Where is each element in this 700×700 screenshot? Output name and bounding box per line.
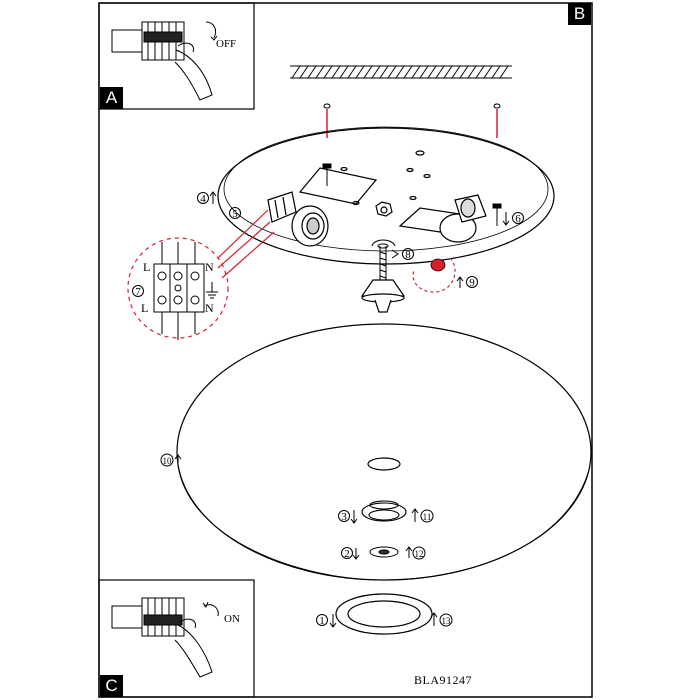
product-code: BLA91247 (414, 673, 472, 687)
step-marker-5 (229, 207, 241, 219)
center-cap (360, 279, 406, 313)
step-number-1: 1 (319, 615, 325, 627)
terminal-label-top-right: N (205, 260, 214, 274)
panel-a-frame (98, 2, 255, 110)
step-number-7: 7 (135, 286, 141, 298)
terminal-detail (127, 209, 275, 340)
panel-c-illustration (111, 597, 219, 678)
step-number-3: 3 (341, 511, 347, 523)
panel-a-label: A (100, 87, 123, 109)
step-number-5: 5 (232, 208, 238, 220)
step-marker-7 (132, 285, 144, 297)
step-number-4: 4 (200, 193, 206, 205)
step-number-13: 13 (442, 616, 452, 626)
step-marker-6 (512, 212, 524, 224)
outer-frame (98, 2, 593, 698)
step-number-8: 8 (405, 249, 411, 261)
threaded-rod (377, 243, 389, 282)
step-marker-2 (341, 547, 353, 559)
mounting-screw-right (492, 203, 502, 226)
ceiling-screws (323, 103, 501, 138)
step-marker-4 (197, 192, 209, 204)
finial-ring (361, 500, 407, 522)
panel-c-frame (98, 579, 255, 698)
step-marker-8 (402, 248, 414, 260)
terminal-label-top-left: L (143, 260, 150, 274)
step-marker-13 (439, 613, 453, 627)
base-plate (217, 126, 555, 265)
step-number-6: 6 (515, 213, 521, 225)
lamp-socket-left (267, 191, 329, 247)
step-marker-3 (338, 510, 350, 522)
lamp-socket-right (439, 194, 487, 243)
terminal-label-bottom-right: N (205, 301, 214, 315)
panel-b-label: B (568, 3, 591, 25)
mounting-screw-left (322, 163, 332, 186)
panel-a-switch-text: OFF (216, 38, 236, 50)
step-marker-9 (466, 276, 478, 288)
step-marker-1 (316, 614, 328, 626)
step-marker-12 (412, 546, 426, 560)
rotate-arrow-8 (371, 239, 396, 247)
rotate-arc-9 (412, 257, 456, 293)
panel-c-label: C (100, 675, 123, 697)
ceiling-hatch (290, 65, 512, 79)
step-number-10: 10 (163, 456, 173, 466)
panel-c-switch-text: ON (224, 613, 240, 625)
outer-ring (335, 593, 433, 635)
terminal-label-bottom-left: L (141, 301, 148, 315)
step-number-12: 12 (415, 549, 424, 559)
step-number-2: 2 (344, 548, 350, 560)
center-nut (369, 546, 399, 558)
step-marker-11 (420, 509, 434, 523)
step-number-11: 11 (423, 512, 432, 522)
glass-shade (176, 323, 592, 581)
direction-arrows (174, 191, 510, 628)
red-connector (430, 258, 446, 272)
panel-a-illustration (111, 21, 218, 101)
step-marker-10 (160, 453, 174, 467)
step-number-9: 9 (469, 277, 475, 289)
